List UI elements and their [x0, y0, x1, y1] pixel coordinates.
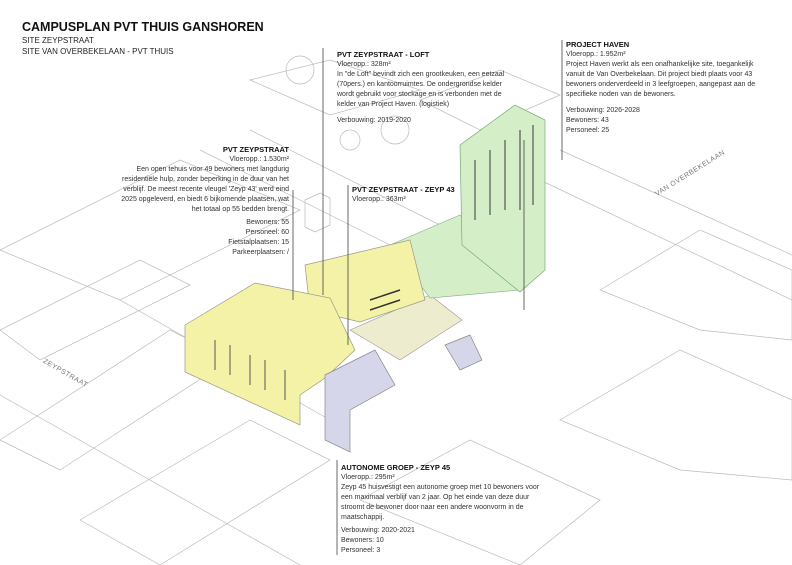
haven-title: PROJECT HAVEN	[566, 40, 630, 49]
zeyp45-residents: Bewoners: 10	[341, 537, 384, 544]
loft-title: PVT ZEYPSTRAAT - LOFT	[337, 50, 430, 59]
loft-area: Vloeropp.: 328m²	[337, 61, 391, 68]
zeyp45-build: Verbouwing: 2020-2021	[341, 527, 415, 534]
haven-windows	[474, 125, 534, 220]
zeypstraat-area: Vloeropp.: 1.530m²	[229, 156, 289, 163]
zeypstraat-desc: Een open tehuis voor 49 bewoners met lan…	[121, 166, 289, 213]
zeyp45-staff: Personeel: 3	[341, 547, 381, 554]
leader-lines	[292, 40, 563, 555]
zeypstraat-parking: Parkeerplaatsen: /	[232, 249, 289, 256]
zeypstraat-info: PVT ZEYPSTRAAT Vloeropp.: 1.530m² Een op…	[118, 145, 289, 258]
zeyp43-area: Vloeropp.: 363m²	[352, 196, 406, 203]
zeyp45-building	[324, 349, 396, 453]
subtitle-site-zeypstraat: SITE ZEYPSTRAAT	[22, 36, 94, 45]
haven-area: Vloeropp.: 1.952m²	[566, 51, 626, 58]
annex-building	[444, 334, 483, 371]
zeyp43-info: PVT ZEYPSTRAAT - ZEYP 43 Vloeropp.: 363m…	[352, 185, 482, 205]
haven-info: PROJECT HAVEN Vloeropp.: 1.952m² Project…	[566, 40, 766, 136]
haven-staff: Personeel: 25	[566, 127, 610, 134]
loft-info: PVT ZEYPSTRAAT - LOFT Vloeropp.: 328m² I…	[337, 50, 507, 126]
zeyp43-title: PVT ZEYPSTRAAT - ZEYP 43	[352, 185, 455, 194]
zeypstraat-windows	[214, 340, 286, 400]
loft-desc: In "de Loft" bevindt zich een grootkeuke…	[337, 71, 505, 108]
zeypstraat-staff: Personeel: 60	[245, 229, 289, 236]
zeypstraat-residents: Bewoners: 55	[246, 219, 289, 226]
haven-build: Verbouwing: 2026-2028	[566, 107, 640, 114]
haven-residents: Bewoners: 43	[566, 117, 609, 124]
zeyp45-area: Vloeropp.: 295m²	[341, 474, 395, 481]
zeyp45-info: AUTONOME GROEP - ZEYP 45 Vloeropp.: 295m…	[341, 463, 541, 556]
haven-desc: Project Haven werkt als een onafhankelij…	[566, 61, 756, 98]
zeyp45-desc: Zeyp 45 huisvestigt een autonome groep m…	[341, 484, 540, 521]
subtitle-site-van-overbekelaan: SITE VAN OVERBEKELAAN - PVT THUIS	[22, 47, 174, 56]
page-title: CAMPUSPLAN PVT THUIS GANSHOREN	[22, 20, 264, 34]
loft-build: Verbouwing: 2019-2020	[337, 117, 411, 124]
zeypstraat-title: PVT ZEYPSTRAAT	[222, 145, 289, 154]
zeypstraat-bikes: Fietstalplaatsen: 15	[228, 239, 289, 246]
zeyp45-title: AUTONOME GROEP - ZEYP 45	[341, 463, 451, 472]
